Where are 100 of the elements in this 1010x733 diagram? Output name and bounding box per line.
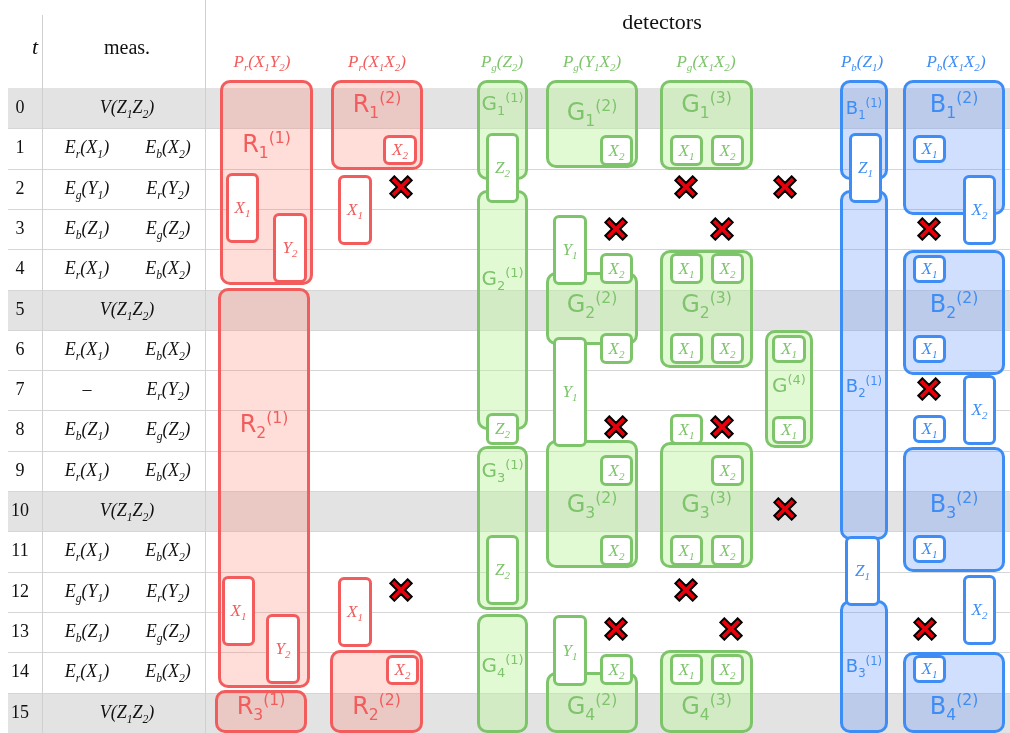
operator-box: X$_{2}$ [600,455,633,486]
time-step: 7 [15,379,25,401]
detector-region [330,650,423,733]
detector-region [546,440,638,568]
operator-box: X$_{1}$ [338,577,372,647]
operator-box: X$_{1}$ [913,415,946,443]
operator-box: X$_{1}$ [670,135,703,166]
measurement-label: E$_{g}$(Z$_{2}$) [145,621,191,643]
time-step: 2 [15,177,25,200]
operator-box: X$_{2}$ [711,455,744,486]
operator-box: X$_{1}$ [670,253,703,284]
detector-region [903,652,1005,733]
detector-header: P$_{b}$(Z$_{1}$) [840,51,884,73]
operator-box: X$_{1}$ [772,335,806,363]
operator-box: X$_{2}$ [386,655,419,685]
operator-box: X$_{2}$ [963,375,996,445]
measurement-label: E$_{r}$(X$_{1}$) [64,339,110,361]
time-step: 8 [15,419,25,442]
operator-box: X$_{1}$ [913,135,946,163]
detector-region [840,190,888,540]
detector-region [546,80,638,168]
operator-box: X$_{1}$ [222,576,255,646]
operator-box: Y$_{2}$ [273,213,307,283]
operator-box: X$_{2}$ [711,333,744,364]
column-header: meas. [103,35,151,59]
detector-region [660,250,753,368]
operator-box: X$_{2}$ [711,253,744,284]
detector-header: P$_{b}$(X$_{1}$X$_{2}$) [926,51,986,73]
measurement-label: E$_{g}$(Z$_{2}$) [145,419,191,442]
measurement-label: E$_{b}$(Z$_{1}$) [64,621,110,643]
measurement-label: E$_{b}$(Z$_{1}$) [64,218,110,240]
time-step: 14 [11,661,29,683]
operator-box: Y$_{1}$ [553,337,587,447]
detector-region [903,447,1005,572]
operator-box: X$_{2}$ [383,135,417,165]
measurement-label: E$_{r}$(Y$_{2}$) [146,177,190,200]
detector-region [765,330,813,448]
detector-region [903,250,1005,375]
measurement-label: E$_{b}$(X$_{2}$) [145,661,191,683]
detector-region [660,80,753,170]
operator-box: X$_{1}$ [338,175,372,245]
operator-box: X$_{1}$ [670,333,703,364]
operator-box: Z$_{2}$ [486,133,519,203]
measurement-label: E$_{r}$(Y$_{2}$) [146,580,190,603]
operator-box: Z$_{1}$ [849,133,882,203]
detector-header: P$_{g}$(Z$_{2}$) [480,51,524,73]
measurement-label: E$_{r}$(X$_{1}$) [64,137,110,160]
operator-box: X$_{1}$ [670,654,703,685]
time-step: 5 [15,298,25,321]
measurement-label: E$_{g}$(Z$_{2}$) [145,218,191,240]
measurement-label: E$_{b}$(X$_{2}$) [145,339,191,361]
detector-region [477,446,528,610]
operator-box: X$_{2}$ [600,333,633,364]
operator-box: X$_{1}$ [913,535,946,563]
operator-box: Z$_{2}$ [486,413,519,445]
measurement-label: E$_{b}$(X$_{2}$) [145,540,191,563]
operator-box: X$_{2}$ [963,175,996,245]
operator-box: X$_{1}$ [913,655,946,683]
time-step: 15 [11,701,29,724]
measurement-label: E$_{b}$(X$_{2}$) [145,459,191,482]
measurement-label: E$_{b}$(X$_{2}$) [145,137,191,160]
measurement-label: E$_{r}$(X$_{1}$) [64,459,110,482]
operator-box: X$_{2}$ [711,654,744,685]
measurement-label: E$_{r}$(X$_{1}$) [64,258,110,280]
operator-box: X$_{2}$ [600,535,633,566]
measurement-label: E$_{b}$(Z$_{1}$) [64,419,110,442]
measurement-label: V(Z$_{1}$Z$_{2}$) [99,500,155,522]
detector-region [220,80,313,285]
measurement-label: E$_{r}$(X$_{1}$) [64,540,110,563]
column-header: t [31,33,39,61]
time-step: 11 [11,540,29,563]
time-step: 1 [15,137,25,160]
operator-box: X$_{1}$ [670,535,703,566]
measurement-label: – [82,379,92,401]
operator-box: X$_{1}$ [913,255,946,283]
measurement-label: E$_{b}$(X$_{2}$) [145,258,191,280]
operator-box: X$_{2}$ [600,135,633,166]
time-step: 12 [11,580,29,603]
measurement-label: V(Z$_{1}$Z$_{2}$) [99,298,155,321]
operator-box: Z$_{1}$ [845,536,880,606]
operator-box: Y$_{1}$ [553,615,587,686]
time-step: 3 [15,218,25,240]
detector-region [215,690,307,733]
measurement-label: E$_{g}$(Y$_{1}$) [64,177,110,200]
region-label: G$^{(4)}$ [771,375,807,395]
detector-region [840,600,888,733]
operator-box: Z$_{2}$ [486,535,519,605]
time-step: 9 [15,459,25,482]
measurement-label: E$_{g}$(Y$_{1}$) [64,580,110,603]
measurement-label: E$_{r}$(Y$_{2}$) [146,379,190,401]
measurement-label: V(Z$_{1}$Z$_{2}$) [99,97,155,119]
measurement-label: E$_{r}$(X$_{1}$) [64,661,110,683]
detector-header: P$_{r}$(X$_{1}$X$_{2}$) [348,51,406,73]
time-step: 10 [11,500,29,522]
time-step: 0 [15,97,25,119]
time-step: 6 [15,339,25,361]
operator-box: X$_{2}$ [711,135,744,166]
detector-region [477,614,528,733]
operator-box: Y$_{2}$ [266,614,300,684]
time-step: 13 [11,621,29,643]
